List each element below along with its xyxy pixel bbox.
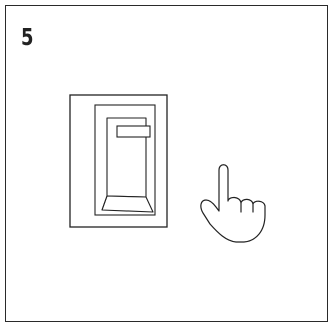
switch-indicator-window xyxy=(117,126,150,137)
pointing-hand-icon xyxy=(201,165,265,242)
